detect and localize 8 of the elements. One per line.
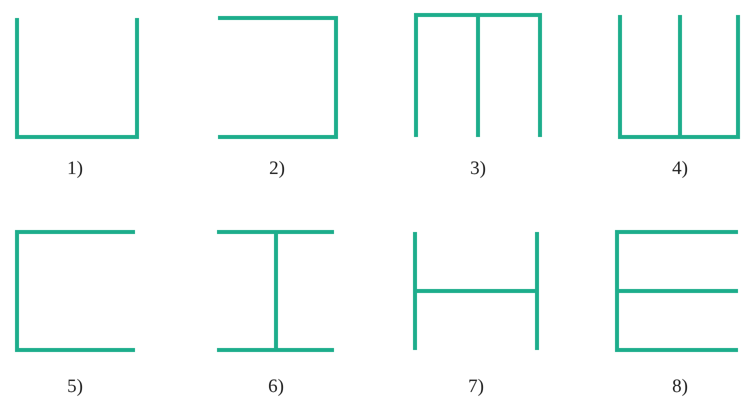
- figure-number: 4): [672, 158, 688, 180]
- figure-number: 5): [67, 376, 83, 398]
- figure-number: 7): [468, 376, 484, 398]
- figure-number: 1): [67, 158, 83, 180]
- figure-number: 3): [470, 158, 486, 180]
- figure-number: 2): [269, 158, 285, 180]
- figure-number: 6): [268, 376, 284, 398]
- figure-number: 8): [672, 376, 688, 398]
